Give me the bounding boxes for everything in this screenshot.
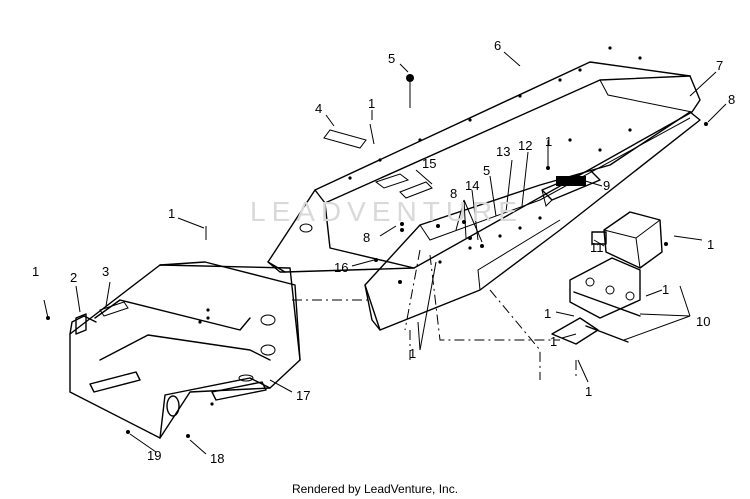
mounting-bracket [541,169,601,207]
callout-11: 11 [590,240,604,255]
callout-9: 9 [603,178,610,193]
callout-labels: 6 5 4 1 7 8 15 9 13 12 1 5 14 8 8 16 1 1… [32,38,735,466]
footer-credit: Rendered by LeadVenture, Inc. [291,482,459,496]
callout-13: 13 [496,144,510,159]
callout-1-mount-lower: 1 [550,334,557,349]
callout-17: 17 [296,388,310,403]
callout-8-right: 8 [728,92,735,107]
lower-frame-extension [364,111,701,331]
callout-19: 19 [147,448,161,463]
callout-8-left: 8 [363,230,370,245]
front-frame [69,261,301,439]
leader-lines [75,51,727,455]
main-frame-tunnel [267,46,701,273]
decal-panels [374,173,433,199]
callout-1-lower: 1 [409,346,416,361]
callout-16: 16 [334,260,348,275]
callout-1-top: 1 [368,96,375,111]
callout-5-top: 5 [388,51,395,66]
exploded-view-lines [292,249,577,380]
callout-1-engine-mid: 1 [662,282,669,297]
callout-1-mount-left: 1 [544,306,551,321]
callout-15: 15 [422,156,436,171]
callout-1-front-left: 1 [32,264,39,279]
engine-mount-assembly [551,211,663,345]
fasteners [43,74,708,438]
callout-1-bottom: 1 [585,384,592,399]
callout-1-engine-right: 1 [707,237,714,252]
callout-8-mid: 8 [450,186,457,201]
callout-14: 14 [465,178,479,193]
callout-5-mid: 5 [483,163,490,178]
callout-2: 2 [70,270,77,285]
callout-7: 7 [716,58,723,73]
callout-1-mid: 1 [545,134,552,149]
callout-1-front-top: 1 [168,206,175,221]
callout-12: 12 [518,138,532,153]
callout-3: 3 [102,264,109,279]
small-parts [75,129,367,335]
callout-10: 10 [696,314,710,329]
callout-6: 6 [494,38,501,53]
callout-18: 18 [210,451,224,466]
callout-4: 4 [315,101,322,116]
